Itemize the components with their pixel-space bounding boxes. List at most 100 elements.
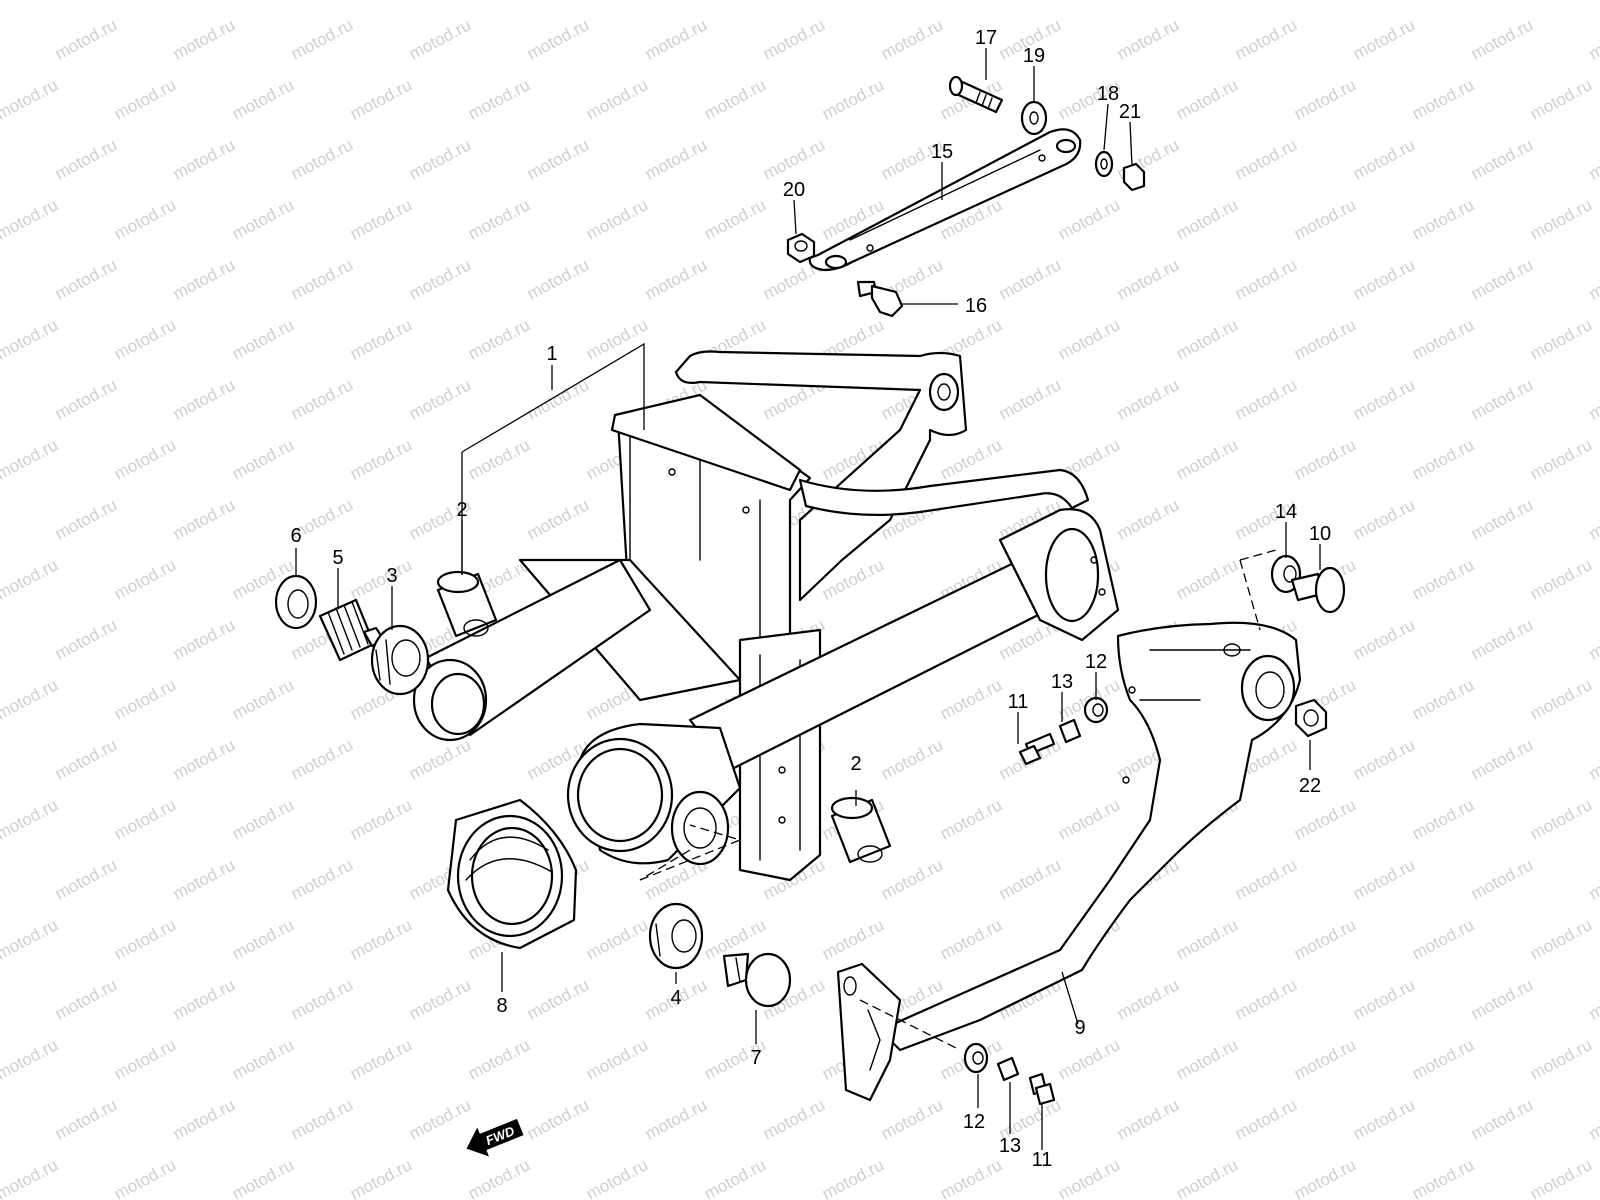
watermark-text: motod.ru — [524, 975, 592, 1023]
watermark-text: motod.ru — [1586, 615, 1600, 663]
watermark-text: motod.ru — [524, 495, 592, 543]
swingarm-frame-1 — [412, 350, 1120, 882]
watermark-text: motod.ru — [1350, 15, 1418, 63]
watermark-text: motod.ru — [996, 255, 1064, 303]
watermark-text: motod.ru — [1527, 795, 1595, 843]
watermark-text: motod.ru — [1232, 15, 1300, 63]
watermark-text: motod.ru — [229, 675, 297, 723]
watermark-text: motod.ru — [996, 375, 1064, 423]
watermark-text: motod.ru — [347, 795, 415, 843]
bearing-4 — [648, 902, 704, 970]
watermark-text: motod.ru — [111, 795, 179, 843]
torque-rod-15 — [808, 128, 1082, 272]
watermark-text: motod.ru — [1232, 255, 1300, 303]
watermark-text: motod.ru — [1468, 975, 1536, 1023]
spacer-2-upper — [436, 570, 498, 638]
watermark-text: motod.ru — [1409, 0, 1477, 4]
watermark-text: motod.ru — [288, 15, 356, 63]
watermark-text: motod.ru — [701, 1155, 769, 1200]
watermark-text: motod.ru — [52, 735, 120, 783]
watermark-text: motod.ru — [1114, 15, 1182, 63]
watermark-text: motod.ru — [465, 75, 533, 123]
watermark-text: motod.ru — [1291, 0, 1359, 4]
watermark-text: motod.ru — [701, 0, 769, 4]
oil-seal-6 — [274, 574, 318, 630]
watermark-text: motod.ru — [288, 855, 356, 903]
watermark-text: motod.ru — [170, 975, 238, 1023]
callout-6: 6 — [290, 525, 301, 547]
watermark-text: motod.ru — [583, 1035, 651, 1083]
watermark-text: motod.ru — [1527, 0, 1595, 4]
watermark-text: motod.ru — [0, 435, 61, 483]
fwd-arrow-icon: FWD — [466, 1118, 524, 1157]
watermark-text: motod.ru — [52, 495, 120, 543]
watermark-text: motod.ru — [1586, 1095, 1600, 1143]
collar-12-lower — [963, 1042, 989, 1074]
watermark-text: motod.ru — [0, 855, 2, 903]
watermark-text: motod.ru — [0, 975, 2, 1023]
watermark-text: motod.ru — [52, 135, 120, 183]
watermark-text: motod.ru — [229, 435, 297, 483]
watermark-text: motod.ru — [347, 315, 415, 363]
watermark-text: motod.ru — [1055, 195, 1123, 243]
callout-20: 20 — [783, 179, 805, 201]
watermark-text: motod.ru — [0, 135, 2, 183]
watermark-text: motod.ru — [1291, 1155, 1359, 1200]
watermark-text: motod.ru — [465, 1155, 533, 1200]
watermark-text: motod.ru — [1173, 915, 1241, 963]
watermark-text: motod.ru — [1232, 135, 1300, 183]
watermark-text: motod.ru — [1173, 0, 1241, 4]
bolt-16 — [856, 280, 904, 318]
washer-18 — [1094, 150, 1114, 178]
watermark-text: motod.ru — [406, 1095, 474, 1143]
watermark-text: motod.ru — [0, 15, 2, 63]
watermark-text: motod.ru — [1527, 1035, 1595, 1083]
watermark-text: motod.ru — [1409, 675, 1477, 723]
watermark-text: motod.ru — [0, 675, 61, 723]
watermark-text: motod.ru — [0, 735, 2, 783]
watermark-text: motod.ru — [1468, 255, 1536, 303]
watermark-text: motod.ru — [524, 1095, 592, 1143]
watermark-text: motod.ru — [937, 1155, 1005, 1200]
watermark-text: motod.ru — [1527, 75, 1595, 123]
watermark-text: motod.ru — [1409, 1035, 1477, 1083]
callout-12b: 12 — [963, 1111, 985, 1133]
callout-13b: 13 — [999, 1135, 1021, 1157]
watermark-text: motod.ru — [1232, 375, 1300, 423]
watermark-text: motod.ru — [1409, 555, 1477, 603]
nut-21 — [1122, 162, 1146, 192]
watermark-text: motod.ru — [1055, 1155, 1123, 1200]
watermark-text: motod.ru — [878, 15, 946, 63]
watermark-text: motod.ru — [1586, 975, 1600, 1023]
watermark-text: motod.ru — [642, 15, 710, 63]
bolt-17 — [948, 75, 1004, 114]
watermark-text: motod.ru — [819, 75, 887, 123]
watermark-text: motod.ru — [288, 1095, 356, 1143]
bolt-11-upper — [1018, 732, 1056, 766]
spacer-2-lower — [830, 796, 892, 864]
watermark-text: motod.ru — [111, 0, 179, 4]
watermark-text: motod.ru — [1409, 315, 1477, 363]
watermark-text: motod.ru — [1173, 315, 1241, 363]
watermark-text: motod.ru — [819, 1155, 887, 1200]
watermark-text: motod.ru — [347, 915, 415, 963]
bushing-13-upper — [1058, 718, 1082, 744]
watermark-text: motod.ru — [52, 15, 120, 63]
watermark-text: motod.ru — [111, 315, 179, 363]
watermark-text: motod.ru — [406, 975, 474, 1023]
watermark-text: motod.ru — [1468, 135, 1536, 183]
callout-21: 21 — [1119, 101, 1141, 123]
watermark-text: motod.ru — [1409, 195, 1477, 243]
watermark-text: motod.ru — [819, 915, 887, 963]
watermark-text: motod.ru — [0, 495, 2, 543]
watermark-text: motod.ru — [288, 375, 356, 423]
watermark-text: motod.ru — [1468, 495, 1536, 543]
watermark-text: motod.ru — [0, 315, 61, 363]
watermark-text: motod.ru — [1291, 915, 1359, 963]
watermark-text: motod.ru — [1173, 435, 1241, 483]
bushing-13-lower — [996, 1056, 1020, 1082]
watermark-text: motod.ru — [347, 1155, 415, 1200]
watermark-text: motod.ru — [1232, 855, 1300, 903]
watermark-text: motod.ru — [1409, 75, 1477, 123]
watermark-text: motod.ru — [170, 255, 238, 303]
